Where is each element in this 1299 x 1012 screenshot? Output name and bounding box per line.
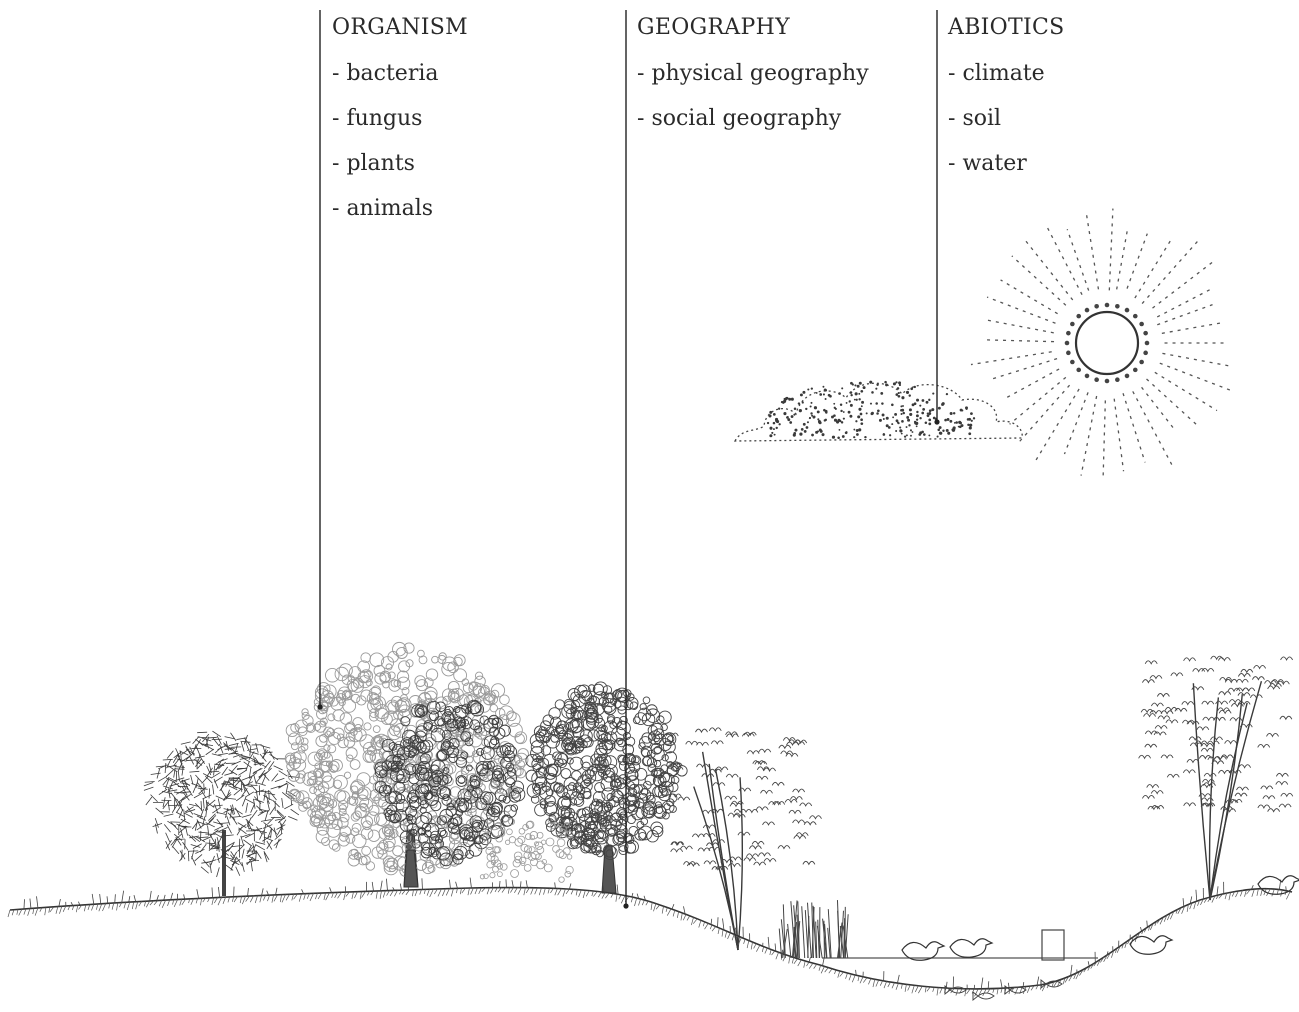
trees-drawing — [143, 641, 1294, 951]
list-item: water — [948, 150, 1064, 178]
pond-drawing — [778, 900, 1098, 961]
organism-leader-dot — [317, 704, 323, 710]
abiotics-title: ABIOTICS — [948, 15, 1065, 40]
geography-leader-dot — [623, 903, 629, 909]
list-item: animals — [332, 195, 468, 223]
ducks-and-fish-drawing — [901, 875, 1299, 1002]
geography-title: GEOGRAPHY — [637, 15, 790, 40]
list-item: physical geography — [637, 60, 868, 88]
list-item: bacteria — [332, 60, 468, 88]
organism-category: ORGANISM bacteria fungus plants animals — [332, 14, 468, 240]
organism-list: bacteria fungus plants animals — [332, 60, 468, 223]
geography-category: GEOGRAPHY physical geography social geog… — [637, 14, 869, 150]
callout-leader-lines — [317, 10, 940, 909]
abiotics-list: climate soil water — [948, 60, 1064, 178]
list-item: plants — [332, 150, 468, 178]
list-item: fungus — [332, 105, 468, 133]
abiotics-category: ABIOTICS climate soil water — [948, 14, 1064, 195]
cloud-drawing — [733, 380, 1023, 442]
geography-list: physical geography social geography — [637, 60, 869, 133]
abiotics-leader-dot — [934, 419, 940, 425]
sun-drawing — [970, 208, 1232, 481]
ground-line — [7, 877, 1293, 997]
list-item: climate — [948, 60, 1064, 88]
organism-title: ORGANISM — [332, 15, 469, 40]
list-item: social geography — [637, 105, 869, 133]
list-item: soil — [948, 105, 1064, 133]
